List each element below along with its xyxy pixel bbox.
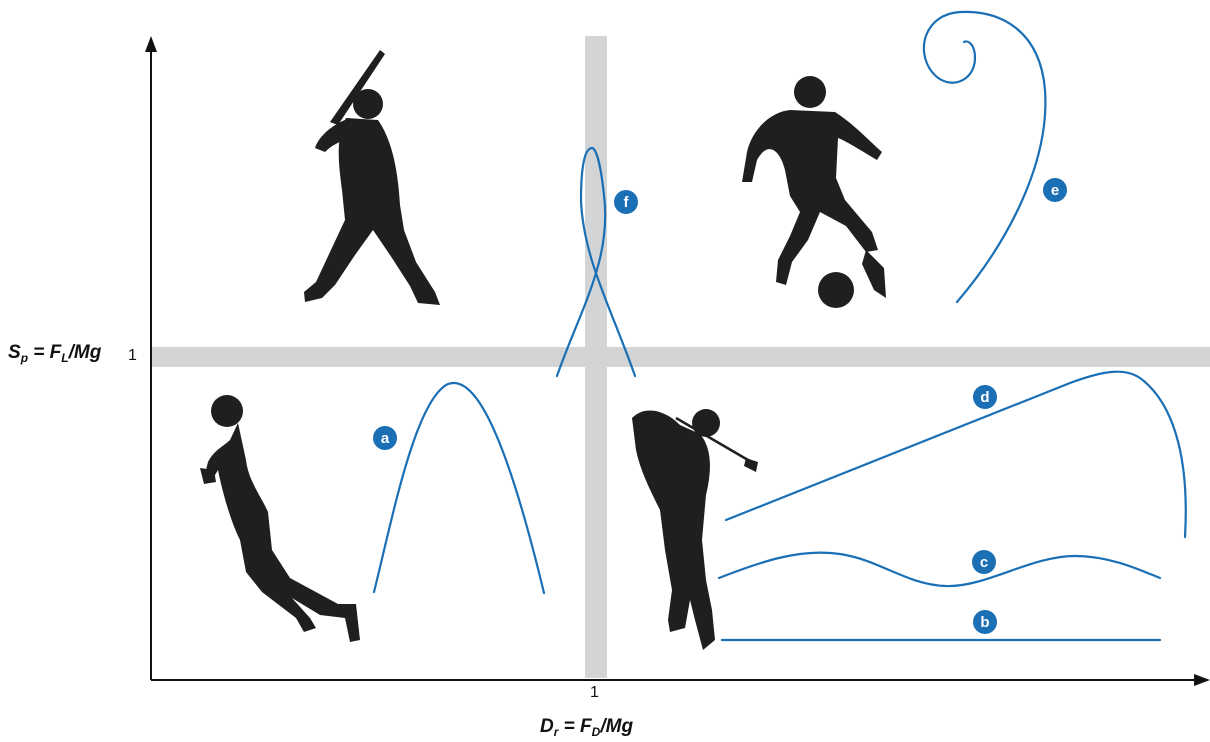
- trajectory-d-long-arc: [724, 370, 1187, 539]
- badge-f: f: [614, 190, 638, 214]
- badge-b: b: [973, 610, 997, 634]
- trajectory-c-wavy: [717, 551, 1162, 588]
- y-axis-tick-1: 1: [128, 347, 137, 364]
- y-axis-label: Sp = FL/Mg: [8, 342, 102, 365]
- x-axis-label: Dr = FD/Mg: [540, 716, 634, 739]
- badge-b-label: b: [980, 614, 989, 631]
- trajectory-e-spiral: [922, 10, 1047, 304]
- badge-d: d: [973, 385, 997, 409]
- horizontal-threshold-band: [152, 347, 1210, 367]
- badge-e: e: [1043, 178, 1067, 202]
- badge-c: c: [972, 550, 996, 574]
- trajectory-a-parabola: [372, 381, 546, 595]
- baseball-batter-silhouette: [304, 50, 440, 305]
- trajectory-f-loop: [555, 146, 637, 378]
- badge-d-label: d: [980, 389, 989, 406]
- badge-c-label: c: [980, 554, 988, 571]
- soccer-player-silhouette: [742, 76, 886, 308]
- x-axis-tick-1: 1: [590, 684, 599, 701]
- badge-a-label: a: [381, 430, 390, 447]
- badge-a: a: [373, 426, 397, 450]
- badge-e-label: e: [1051, 182, 1059, 199]
- badge-f-label: f: [624, 194, 630, 211]
- golfer-silhouette: [632, 409, 758, 650]
- basketball-player-silhouette: [200, 395, 360, 642]
- axes: [145, 36, 1210, 686]
